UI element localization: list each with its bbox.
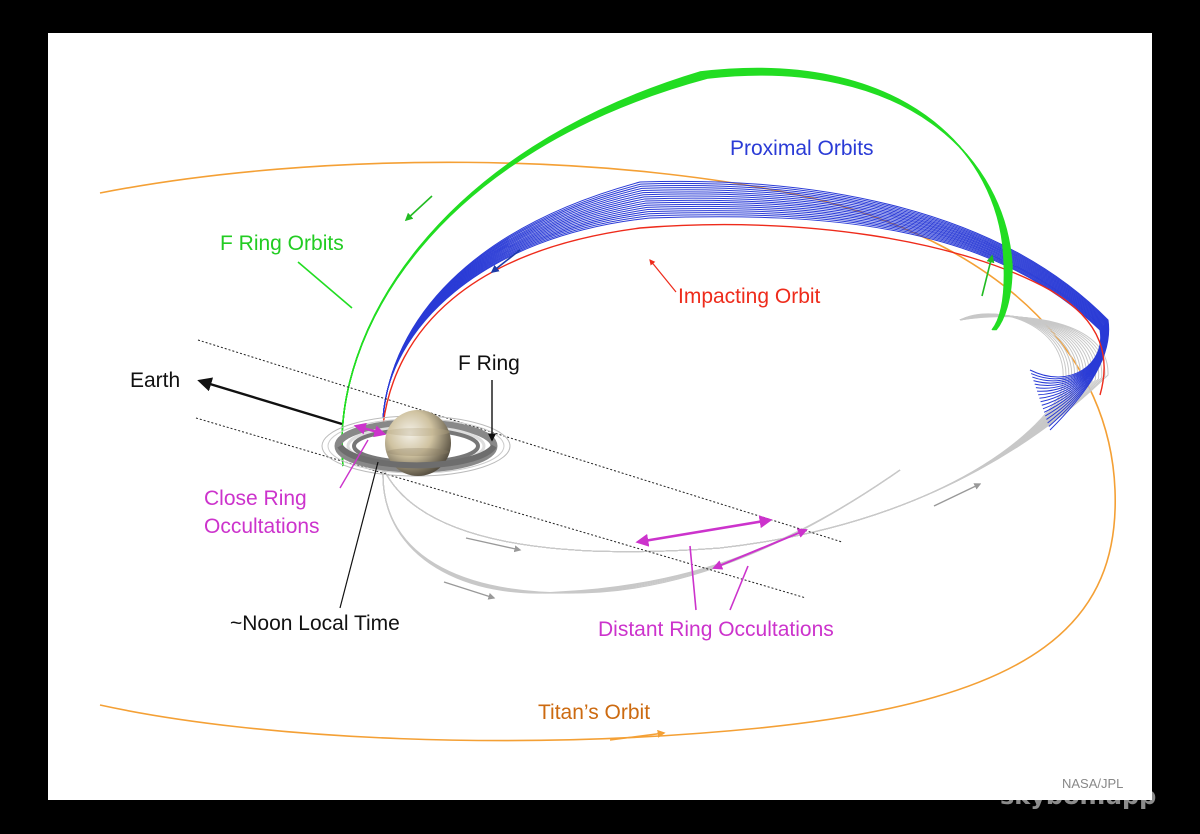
distant-ring-leader-line-1 [689,545,697,611]
titan-direction-arrow-icon [609,729,666,741]
close-ring-occultations-label-line1: Close Ring [204,487,307,510]
earth-label: Earth [130,369,180,392]
nasa-jpl-credit: NASA/JPL [1062,776,1123,791]
f-ring-orbit-line [341,74,1013,467]
gray-orbit-arrow-icon-1 [465,537,522,553]
gray-orbit-arrow-icon-3 [933,483,982,507]
saturn-icon [337,410,497,476]
noon-local-time-label: ~Noon Local Time [230,612,400,635]
gray-orbit-arrow-icon-2 [443,581,496,600]
gray-ring-grazing-orbits [382,313,1109,594]
titans-orbit-label: Titan’s Orbit [538,701,650,724]
titan-orbit [99,161,1116,742]
proximal-orbit-lines [382,180,1110,431]
f-ring-orbits-label: F Ring Orbits [220,232,344,255]
impacting-orbit-label: Impacting Orbit [678,285,821,308]
distant-ring-occultation-arrow-icon-2 [712,528,808,570]
earth-line-of-sight-upper [197,339,843,543]
close-ring-occultation-arrow-icon [353,422,387,438]
close-ring-leader-line [339,439,369,489]
distant-ring-occultation-arrow-icon-1 [635,515,773,547]
proximal-orbit-line [382,216,1102,419]
diagram-panel [48,33,1152,800]
watermark: skybon.app [1000,782,1156,810]
f-ring-orbit-lines [341,67,1013,467]
earth-direction-arrow-icon [197,377,343,426]
f-ring-orbit-upward-arrow-icon [981,254,995,297]
distant-ring-leader-line-2 [729,565,749,611]
noon-local-time-leader-line [339,461,379,609]
gray-orbit-line [382,469,901,594]
proximal-orbits-label: Proximal Orbits [730,137,874,160]
impacting-orbit-leader-arrow-icon [649,259,677,293]
distant-ring-occultations-label: Distant Ring Occultations [598,618,834,641]
f-ring-label: F Ring [458,352,520,375]
f-ring-orbit-direction-arrow-icon [404,195,433,222]
proximal-direction-arrow-icon [490,249,521,273]
impacting-orbit-line [382,223,1105,426]
f-ring-orbits-leader-line [297,261,353,309]
close-ring-occultations-label-line2: Occultations [204,515,320,538]
gray-orbit-line [382,316,1109,553]
